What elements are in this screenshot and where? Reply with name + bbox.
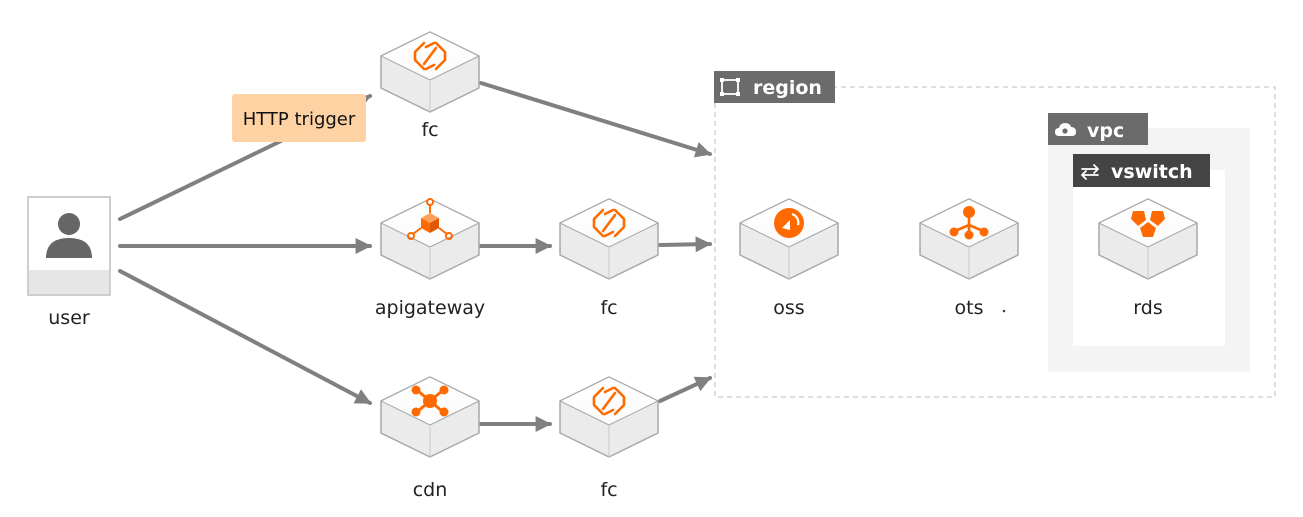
fc-mid-label: fc xyxy=(600,297,617,319)
person-icon xyxy=(46,213,92,258)
stray-dot xyxy=(1002,309,1006,313)
ots-node: ots xyxy=(919,198,1019,319)
switch-arrows-icon xyxy=(1081,164,1099,180)
oss-label: oss xyxy=(773,297,804,319)
user-label: user xyxy=(48,307,90,329)
edge-fc-top-to-region xyxy=(479,81,712,158)
function-compute-icon xyxy=(592,386,626,416)
vswitch-label: vswitch xyxy=(1111,161,1193,183)
oss-icon xyxy=(774,208,804,238)
edge-fc-mid-to-region xyxy=(658,236,712,253)
ots-label: ots xyxy=(955,297,984,319)
apigateway-node: apigateway xyxy=(375,198,485,319)
fc-bottom-node: fc xyxy=(559,376,659,501)
fc-mid-node: fc xyxy=(559,198,659,319)
http-trigger-label: HTTP trigger xyxy=(243,109,356,130)
cdn-node: cdn xyxy=(380,376,480,501)
apigateway-label: apigateway xyxy=(375,297,485,319)
oss-node: oss xyxy=(739,198,839,319)
region-label: region xyxy=(753,77,822,99)
vpc-label: vpc xyxy=(1087,120,1124,142)
fc-bottom-label: fc xyxy=(600,479,617,501)
edge-fc-bottom-to-region xyxy=(658,376,712,403)
rds-node: rds xyxy=(1098,198,1198,319)
tile xyxy=(380,376,480,458)
function-compute-icon xyxy=(592,208,626,238)
cdn-label: cdn xyxy=(413,479,448,501)
region-group: region xyxy=(714,71,1276,398)
edge-user-to-cdn xyxy=(118,269,372,405)
region-tag xyxy=(714,71,835,103)
cloud-icon xyxy=(1055,123,1076,136)
rds-icon xyxy=(1131,211,1165,237)
ots-icon xyxy=(949,206,989,240)
api-gateway-icon xyxy=(407,198,453,240)
fc-top-node: fc xyxy=(380,31,480,141)
rds-label: rds xyxy=(1133,297,1162,319)
user-node: user xyxy=(27,196,111,329)
cdn-icon xyxy=(411,385,449,417)
region-frame-icon xyxy=(720,78,740,96)
fc-top-label: fc xyxy=(421,119,438,141)
region-boundary xyxy=(714,86,1276,398)
function-compute-icon xyxy=(413,41,447,71)
http-trigger-tag: HTTP trigger xyxy=(232,94,366,142)
